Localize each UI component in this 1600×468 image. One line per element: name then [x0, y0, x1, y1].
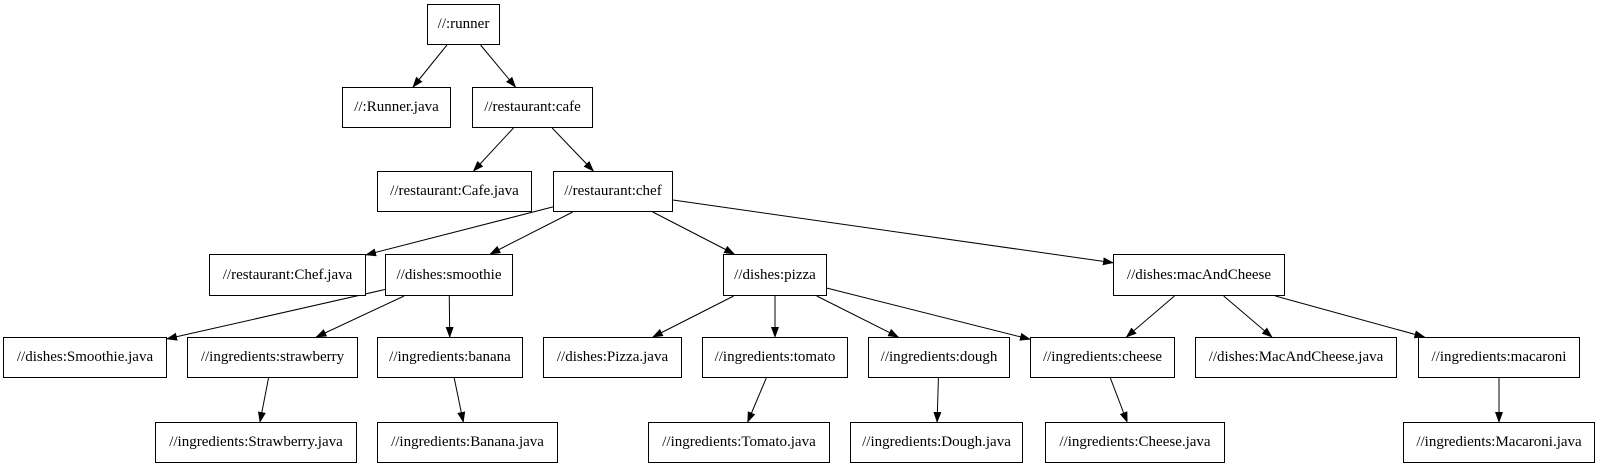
edge-cafe-to-chef [551, 127, 595, 172]
graph-node-smoothie: //dishes:smoothie [385, 254, 513, 296]
node-label: //dishes:macAndCheese [1126, 266, 1272, 283]
graph-node-pizza: //dishes:pizza [723, 254, 827, 296]
graph-node-chef_java: //restaurant:Chef.java [209, 254, 366, 296]
node-label: //ingredients:Banana.java [391, 434, 544, 450]
node-label: //restaurant:cafe [484, 99, 581, 115]
node-label: //ingredients:Tomato.java [662, 434, 816, 450]
node-label: //ingredients:Dough.java [862, 434, 1011, 450]
node-label: //ingredients:Cheese.java [1059, 434, 1211, 450]
node-label: //:runner [437, 16, 490, 32]
graph-node-banana_java: //ingredients:Banana.java [377, 422, 558, 463]
edge-cheese-to-cheese_java [1109, 377, 1128, 423]
graph-node-tomato: //ingredients:tomato [702, 337, 848, 378]
graph-node-chef: //restaurant:chef [553, 171, 673, 212]
node-label: //ingredients:tomato [714, 349, 836, 365]
graph-node-dough: //ingredients:dough [868, 337, 1010, 378]
edge-pizza-to-dough [816, 295, 900, 338]
node-label: //ingredients:strawberry [200, 349, 345, 365]
graph-node-macaroni_java: //ingredients:Macaroni.java [1403, 422, 1595, 463]
graph-node-pizza_java: //dishes:Pizza.java [543, 337, 682, 378]
graph-node-tomato_java: //ingredients:Tomato.java [648, 422, 830, 463]
edge-chef-to-chef_java [365, 206, 554, 257]
edge-cafe-to-cafe_java [472, 127, 514, 172]
graph-node-runner_java: //:Runner.java [342, 87, 451, 128]
graph-node-strawberry_java: //ingredients:Strawberry.java [155, 422, 357, 463]
node-label: //dishes:pizza [734, 266, 816, 283]
edge-pizza-to-cheese [826, 287, 1031, 341]
graph-node-macandcheese: //dishes:macAndCheese [1113, 254, 1285, 296]
node-label: //dishes:Pizza.java [556, 349, 669, 365]
edge-macandcheese-to-macaroni [1275, 295, 1426, 339]
edge-runner-to-runner_java [412, 44, 448, 88]
edge-chef-to-smoothie [489, 211, 573, 255]
node-label: //ingredients:cheese [1042, 349, 1163, 365]
node-label: //ingredients:Strawberry.java [169, 434, 343, 450]
node-label: //dishes:smoothie [396, 266, 502, 283]
graph-node-dough_java: //ingredients:Dough.java [850, 422, 1023, 463]
node-label: //restaurant:Chef.java [222, 266, 353, 283]
edge-macandcheese-to-macandcheese_java [1223, 295, 1273, 338]
node-label: //restaurant:Cafe.java [390, 183, 519, 199]
edge-tomato-to-tomato_java [747, 377, 767, 423]
node-label: //ingredients:Macaroni.java [1416, 434, 1582, 450]
node-label: //ingredients:banana [389, 349, 511, 365]
node-label: //dishes:Smoothie.java [16, 349, 154, 365]
node-label: //:Runner.java [354, 99, 439, 115]
node-label: //ingredients:macaroni [1431, 349, 1567, 365]
edge-pizza-to-pizza_java [651, 295, 734, 338]
graph-node-smoothie_java: //dishes:Smoothie.java [3, 337, 167, 378]
edge-strawberry-to-strawberry_java [257, 377, 270, 423]
graph-node-runner: //:runner [427, 4, 500, 45]
graph-node-cheese_java: //ingredients:Cheese.java [1045, 422, 1225, 463]
edge-dough-to-dough_java [933, 377, 942, 423]
graph-node-strawberry: //ingredients:strawberry [187, 337, 358, 378]
edge-runner-to-cafe [480, 44, 517, 88]
node-label: //ingredients:dough [880, 349, 998, 365]
graph-node-banana: //ingredients:banana [377, 337, 523, 378]
graph-node-cafe: //restaurant:cafe [472, 87, 593, 128]
edge-smoothie-to-strawberry [315, 295, 405, 338]
edge-macandcheese-to-cheese [1125, 295, 1175, 338]
node-label: //restaurant:chef [564, 183, 662, 199]
edge-smoothie-to-smoothie_java [166, 289, 386, 341]
graph-node-macandcheese_java: //dishes:MacAndCheese.java [1195, 337, 1397, 378]
graph-node-macaroni: //ingredients:macaroni [1418, 337, 1580, 378]
edge-chef-to-pizza [652, 211, 736, 255]
graph-node-cafe_java: //restaurant:Cafe.java [377, 171, 532, 212]
edge-banana-to-banana_java [453, 377, 466, 423]
graph-node-cheese: //ingredients:cheese [1030, 337, 1175, 378]
node-label: //dishes:MacAndCheese.java [1208, 349, 1384, 365]
